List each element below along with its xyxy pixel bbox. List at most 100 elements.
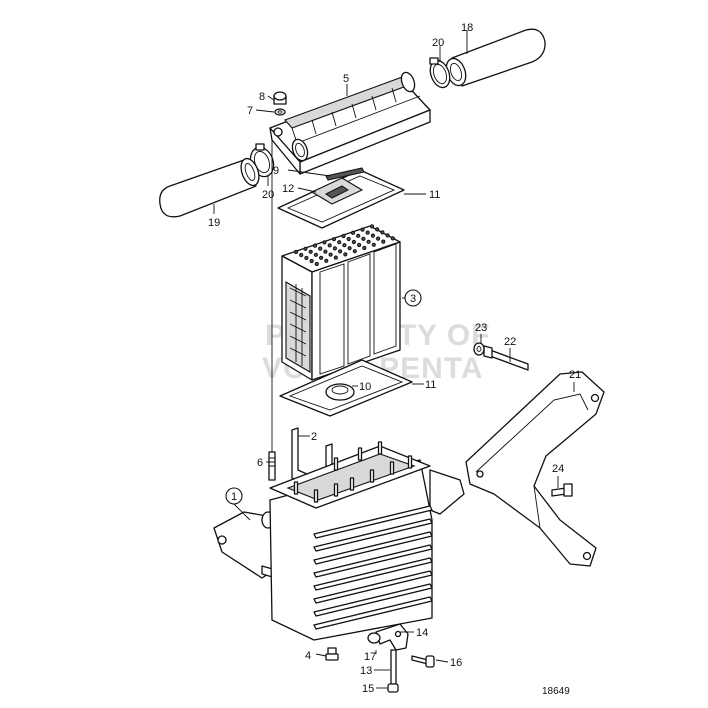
bottom-nut bbox=[387, 683, 399, 693]
filter-perforation bbox=[361, 236, 366, 241]
rim-bolt bbox=[333, 457, 339, 471]
filter-perforation bbox=[343, 252, 348, 257]
callout-1-label: 1 bbox=[231, 491, 237, 503]
housing-ribs bbox=[313, 505, 433, 630]
filter-perforation bbox=[370, 233, 375, 238]
callout-12-label: 12 bbox=[282, 183, 294, 195]
filter-perforation bbox=[351, 239, 356, 245]
filter-perforation bbox=[341, 233, 346, 239]
rim-bolt bbox=[333, 483, 339, 497]
side-screw bbox=[411, 655, 435, 668]
callout-10-label: 10 bbox=[359, 381, 371, 393]
housing-rib bbox=[313, 596, 433, 630]
filter-perforation bbox=[338, 249, 343, 254]
clip-bracket bbox=[375, 623, 409, 651]
seal-ring bbox=[325, 383, 355, 401]
filter-perforation bbox=[357, 242, 362, 248]
housing-rib bbox=[313, 583, 433, 617]
callout-18-label: 18 bbox=[461, 22, 473, 34]
callout-14-label: 14 bbox=[416, 627, 428, 639]
callout-4-label: 4 bbox=[305, 650, 311, 662]
callout-17-label: 17 bbox=[364, 651, 376, 663]
filter-perforation bbox=[309, 258, 314, 264]
callout-16-label: 16 bbox=[450, 657, 462, 669]
hose-clamp-upper bbox=[429, 57, 451, 89]
rim-bolt bbox=[293, 481, 299, 495]
filter-perforation bbox=[369, 224, 375, 229]
rim-bolt bbox=[407, 455, 413, 469]
callout-20-lower-label: 20 bbox=[262, 189, 274, 201]
filter-perforation bbox=[380, 230, 385, 235]
filter-top-grid bbox=[293, 224, 395, 267]
filter-perforation bbox=[299, 252, 304, 258]
nut bbox=[473, 342, 485, 356]
housing-rib bbox=[313, 505, 433, 539]
callout-11-upper-label: 11 bbox=[429, 189, 440, 201]
filter-perforation bbox=[347, 246, 352, 251]
callout-23-label: 23 bbox=[475, 322, 487, 334]
rim-bolt bbox=[313, 489, 319, 503]
callout-3-label: 3 bbox=[410, 293, 416, 305]
filter-perforation bbox=[319, 255, 324, 260]
callout-3: 3 bbox=[404, 289, 422, 307]
filter-perforation bbox=[342, 243, 347, 248]
hose-upper bbox=[445, 28, 546, 87]
drawing-number: 18649 bbox=[542, 686, 570, 697]
filter-insert bbox=[281, 224, 401, 381]
filter-perforation bbox=[333, 255, 338, 260]
filter-perforation bbox=[356, 233, 361, 238]
rim-bolt bbox=[389, 461, 395, 475]
filter-perforation bbox=[390, 236, 395, 241]
filter-perforation bbox=[376, 236, 381, 241]
filter-perforation bbox=[371, 242, 376, 247]
leader-lines bbox=[213, 30, 575, 689]
callout-2-label: 2 bbox=[311, 431, 317, 443]
filter-perforation bbox=[323, 249, 328, 254]
callouts: 1 2 3 4 5 6 7 8 9 10 11 11 12 13 14 15 1… bbox=[208, 22, 581, 695]
callout-5-label: 5 bbox=[343, 73, 349, 85]
callout-21-label: 21 bbox=[569, 369, 581, 381]
filter-perforation bbox=[375, 227, 380, 232]
filter-perforation bbox=[362, 245, 367, 251]
rim-bolt bbox=[349, 477, 355, 491]
filter-perforation bbox=[314, 261, 319, 267]
callout-20-upper-label: 20 bbox=[432, 37, 444, 49]
filter-perforation bbox=[327, 243, 332, 248]
housing-rib bbox=[313, 570, 433, 604]
filter-perforation bbox=[346, 236, 351, 242]
housing-rib bbox=[313, 557, 433, 591]
filter-housing bbox=[213, 441, 465, 641]
mounting-bracket bbox=[465, 371, 605, 567]
filter-perforation bbox=[312, 243, 318, 248]
hose-lower bbox=[159, 157, 260, 218]
rim-bolt bbox=[357, 447, 363, 461]
callout-19-label: 19 bbox=[208, 217, 220, 229]
stud bbox=[268, 451, 276, 481]
housing-rib bbox=[313, 544, 433, 578]
cap-nut bbox=[273, 91, 287, 105]
spacer bbox=[367, 632, 381, 644]
filter-perforation bbox=[332, 246, 337, 251]
bracket-bolt bbox=[551, 483, 573, 497]
filter-perforation bbox=[328, 252, 333, 257]
filter-perforation bbox=[385, 233, 390, 238]
callout-13-label: 13 bbox=[360, 665, 372, 677]
callout-1: 1 bbox=[225, 487, 243, 505]
filter-perforation bbox=[331, 237, 337, 242]
housing-rib bbox=[313, 518, 433, 552]
filter-perforation bbox=[350, 230, 356, 235]
filter-perforation bbox=[303, 246, 308, 251]
top-cover bbox=[269, 71, 431, 175]
housing-rim-bolts bbox=[293, 441, 413, 503]
filter-perforation bbox=[322, 240, 327, 245]
washer bbox=[274, 108, 286, 116]
callout-15-label: 15 bbox=[362, 683, 374, 695]
filter-perforation bbox=[337, 240, 342, 245]
filter-perforation bbox=[324, 258, 329, 263]
filter-perforation bbox=[313, 252, 318, 257]
filter-perforation bbox=[365, 230, 370, 235]
callout-11-lower-label: 11 bbox=[425, 379, 436, 391]
filter-perforation bbox=[293, 249, 299, 255]
filter-perforation bbox=[360, 227, 365, 232]
